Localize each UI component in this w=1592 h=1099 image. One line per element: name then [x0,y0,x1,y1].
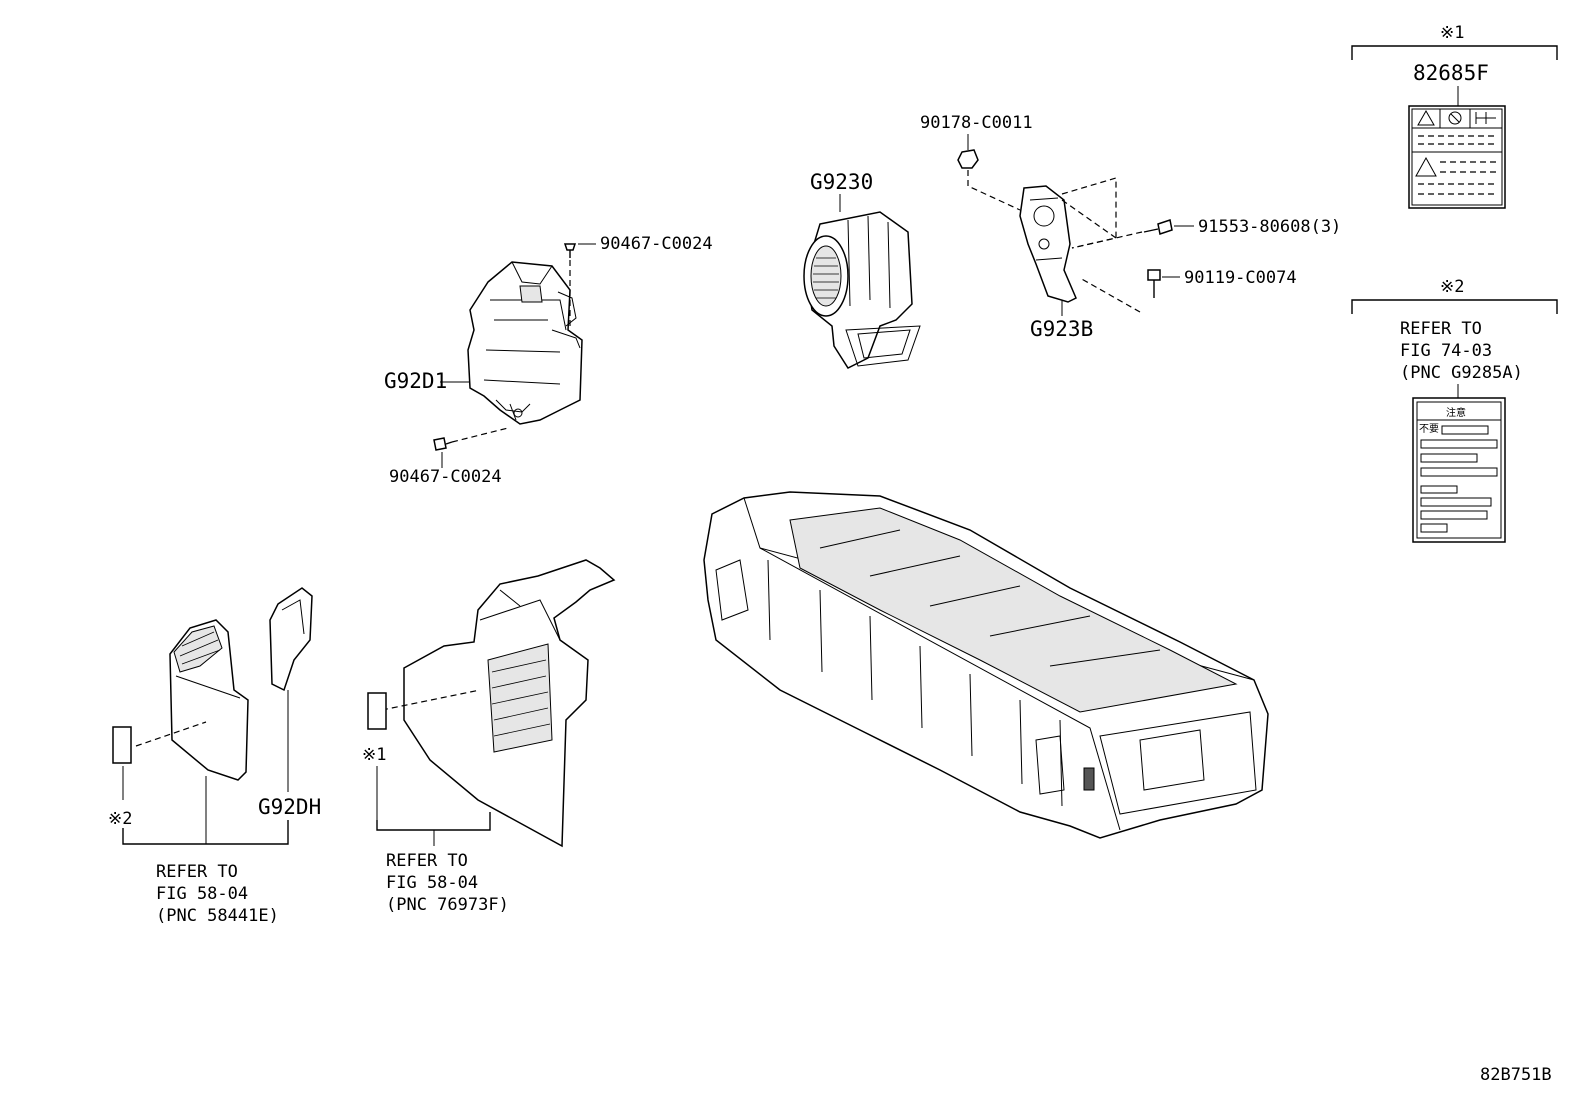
cover-g92dh[interactable] [269,587,313,692]
label-sheet-title: 注意 [1446,406,1466,419]
refer-left-line1: REFER TO [156,862,238,882]
note-mark-1-top: ※1 [1440,23,1464,43]
caution-label-group-2: ※2 REFER TO FIG 74-03 (PNC G9285A) 注意 不要 [1351,277,1558,543]
label-patch-1-left[interactable] [367,692,387,730]
refer-middle-line3: (PNC 76973F) [386,895,509,915]
label-patch-2-left[interactable] [112,726,132,764]
side-panel[interactable] [381,559,616,848]
nut-90178[interactable] [957,149,1021,211]
caution-label-g9285a[interactable]: 注意 不要 [1412,397,1506,543]
duct-g92d1[interactable] [467,261,583,425]
refer-right-line3: (PNC G9285A) [1400,363,1523,383]
clip-90467-top[interactable] [563,243,577,330]
callout-91553-80608[interactable]: 91553-80608(3) [1198,217,1341,237]
note-mark-2-left: ※2 [108,809,132,829]
callout-90467-c0024-top[interactable]: 90467-C0024 [600,234,713,254]
refer-middle-line1: REFER TO [386,851,468,871]
bracket-g923b[interactable] [1019,177,1117,303]
callout-g92dh[interactable]: G92DH [258,795,321,819]
hybrid-battery-assembly[interactable] [703,491,1269,839]
callout-90119-c0074[interactable]: 90119-C0074 [1184,268,1297,288]
blower-g9230[interactable] [803,211,921,369]
note-mark-2-right: ※2 [1440,277,1464,297]
callout-90178-c0011[interactable]: 90178-C0011 [920,113,1033,133]
callout-90467-c0024-bottom[interactable]: 90467-C0024 [389,467,502,487]
callout-g92d1[interactable]: G92D1 [384,369,447,393]
caution-label-group-1: ※1 82685F [1351,23,1558,209]
callout-g9230[interactable]: G9230 [810,170,873,194]
callout-82685f[interactable]: 82685F [1413,61,1489,85]
refer-middle-line2: FIG 58-04 [386,873,478,893]
cover-filter[interactable] [135,619,249,781]
refer-right-line1: REFER TO [1400,319,1482,339]
label-sheet-row1: 不要 [1419,423,1439,435]
refer-left-line3: (PNC 58441E) [156,906,279,926]
bolt-91553[interactable] [1071,219,1173,249]
bolt-90119[interactable] [1079,269,1161,313]
refer-left-line2: FIG 58-04 [156,884,248,904]
callout-g923b[interactable]: G923B [1030,317,1093,341]
refer-right-line2: FIG 74-03 [1400,341,1492,361]
figure-code: 82B751B [1480,1065,1552,1085]
caution-label-82685f[interactable] [1408,105,1506,209]
note-mark-1-left: ※1 [362,745,386,765]
clip-90467-bottom[interactable] [433,427,509,451]
